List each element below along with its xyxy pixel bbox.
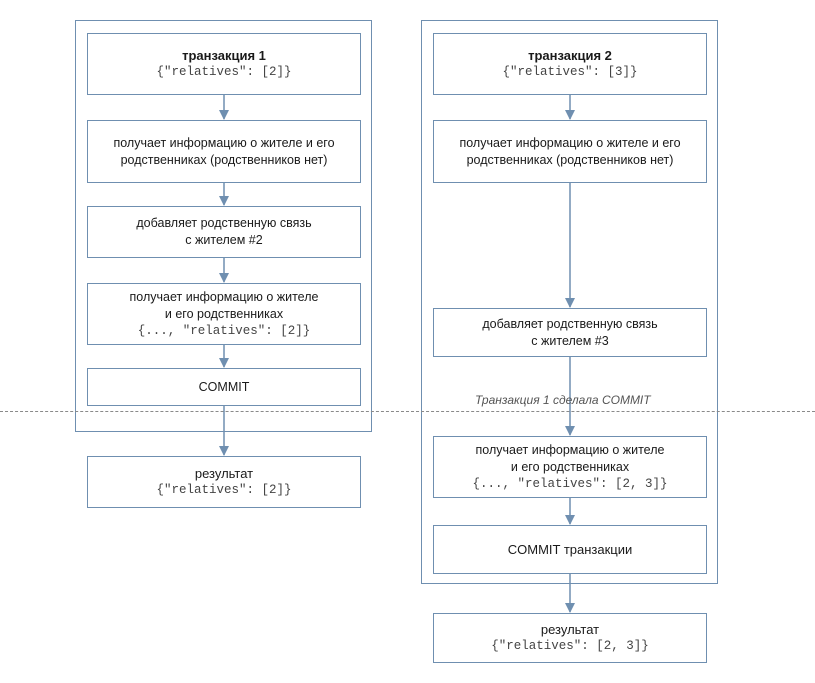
t2-step3-box: получает информацию о жителе и его родст… bbox=[433, 436, 707, 498]
t2-step2-line1: добавляет родственную связь bbox=[482, 316, 658, 331]
t2-title-code: {"relatives": [3]} bbox=[502, 65, 638, 79]
t1-result-label: результат bbox=[194, 466, 254, 481]
t2-title: транзакция 2 bbox=[528, 48, 612, 63]
t1-result-code: {"relatives": [2]} bbox=[156, 483, 292, 497]
t2-step2-box: добавляет родственную связь с жителем #3 bbox=[433, 308, 707, 357]
t1-step3-box: получает информацию о жителе и его родст… bbox=[87, 283, 361, 345]
t2-result-label: результат bbox=[540, 622, 600, 637]
t2-result-box: результат {"relatives": [2, 3]} bbox=[433, 613, 707, 663]
t1-step3-code: {..., "relatives": [2]} bbox=[137, 323, 311, 338]
t1-step2-box: добавляет родственную связь с жителем #2 bbox=[87, 206, 361, 258]
t1-step2-line2: с жителем #2 bbox=[185, 233, 263, 247]
t2-step1-line1: получает информацию о жителе и его bbox=[459, 135, 681, 150]
t1-title-box: транзакция 1 {"relatives": [2]} bbox=[87, 33, 361, 95]
t1-step3-line2: и его родственниках bbox=[164, 306, 284, 321]
t1-step1-box: получает информацию о жителе и его родст… bbox=[87, 120, 361, 183]
t1-step3-line1: получает информацию о жителе bbox=[129, 289, 319, 304]
t2-step3-line1: получает информацию о жителе bbox=[475, 442, 665, 457]
t1-commit-label: COMMIT bbox=[198, 379, 250, 394]
t1-commit-box: COMMIT bbox=[87, 368, 361, 406]
t2-title-box: транзакция 2 {"relatives": [3]} bbox=[433, 33, 707, 95]
t1-step1-line2: родственниках (родственников нет) bbox=[120, 152, 328, 167]
t1-title: транзакция 1 bbox=[182, 48, 266, 63]
t2-step3-code: {..., "relatives": [2, 3]} bbox=[472, 476, 668, 491]
t2-step3-line2: и его родственниках bbox=[510, 459, 630, 474]
t2-result-code: {"relatives": [2, 3]} bbox=[491, 639, 649, 653]
t1-step1-line1: получает информацию о жителе и его bbox=[113, 135, 335, 150]
transaction-2-frame bbox=[421, 20, 718, 584]
t2-step2-line2: с жителем #3 bbox=[531, 333, 609, 348]
t2-commit-box: COMMIT транзакции bbox=[433, 525, 707, 574]
commit-divider-line bbox=[0, 411, 815, 412]
t1-result-box: результат {"relatives": [2]} bbox=[87, 456, 361, 508]
t2-step1-line2: родственниках (родственников нет) bbox=[466, 152, 674, 167]
transaction-1-frame bbox=[75, 20, 372, 432]
t2-step1-box: получает информацию о жителе и его родст… bbox=[433, 120, 707, 183]
commit-divider-label: Транзакция 1 сделала COMMIT bbox=[475, 393, 651, 407]
t1-step2-line1: добавляет родственную связь bbox=[136, 216, 312, 230]
t2-commit-label: COMMIT транзакции bbox=[507, 542, 633, 557]
t1-title-code: {"relatives": [2]} bbox=[156, 65, 292, 79]
